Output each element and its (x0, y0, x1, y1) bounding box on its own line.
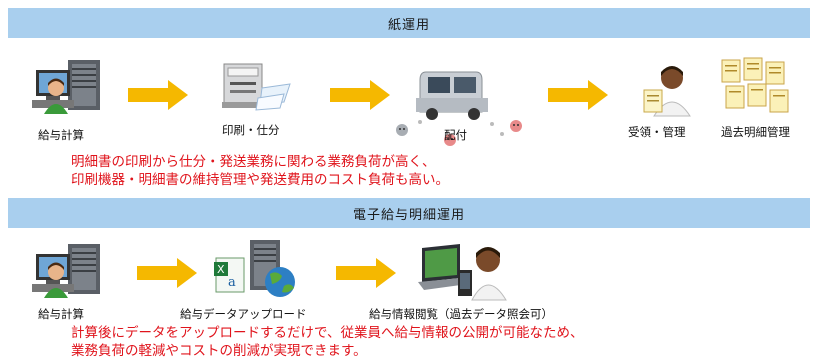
flow-arrow-2 (330, 80, 392, 110)
step-label: 給与計算 (38, 128, 84, 142)
document-stack-icon (716, 56, 796, 118)
paper-issue-note: 明細書の印刷から仕分・発送業務に関わる業務負荷が高く、 印刷機器・明細書の維持管… (71, 153, 449, 189)
server-upload-icon: X a (210, 238, 300, 300)
flow-arrow-4 (137, 258, 199, 288)
user-server-icon (28, 240, 108, 302)
step-label: 給与データアップロード (180, 307, 307, 321)
flow-arrow-1 (128, 80, 190, 110)
user-document-icon (638, 60, 694, 118)
delivery-car-icon (382, 62, 542, 152)
flow-arrow-3 (548, 80, 610, 110)
step-label: 受領・管理 (628, 125, 686, 139)
note-line: 印刷機器・明細書の維持管理や発送費用のコスト負荷も高い。 (71, 172, 449, 188)
step-label: 給与情報閲覧（過去データ照会可） (369, 307, 553, 321)
step-label: 印刷・仕分 (222, 123, 280, 137)
laptop-user-icon (412, 240, 512, 302)
section-header-paper: 紙運用 (8, 8, 810, 38)
printer-icon (214, 58, 294, 114)
flow-arrow-5 (336, 258, 398, 288)
step-label: 過去明細管理 (721, 125, 790, 139)
note-line: 業務負荷の軽減やコストの削減が実現できます。 (71, 343, 367, 359)
note-line: 計算後にデータをアップロードするだけで、従業員へ給与情報の公開が可能なため、 (71, 325, 584, 341)
svg-text:a: a (228, 275, 236, 290)
section-title: 電子給与明細運用 (352, 207, 465, 223)
section-title: 紙運用 (387, 17, 430, 33)
section-header-electronic: 電子給与明細運用 (8, 198, 810, 228)
step-label: 配付 (444, 128, 467, 142)
svg-text:X: X (217, 263, 225, 276)
electronic-benefit-note: 計算後にデータをアップロードするだけで、従業員へ給与情報の公開が可能なため、 業… (71, 324, 583, 360)
note-line: 明細書の印刷から仕分・発送業務に関わる業務負荷が高く、 (71, 154, 436, 170)
step-label: 給与計算 (38, 307, 84, 321)
user-server-icon (28, 56, 108, 118)
